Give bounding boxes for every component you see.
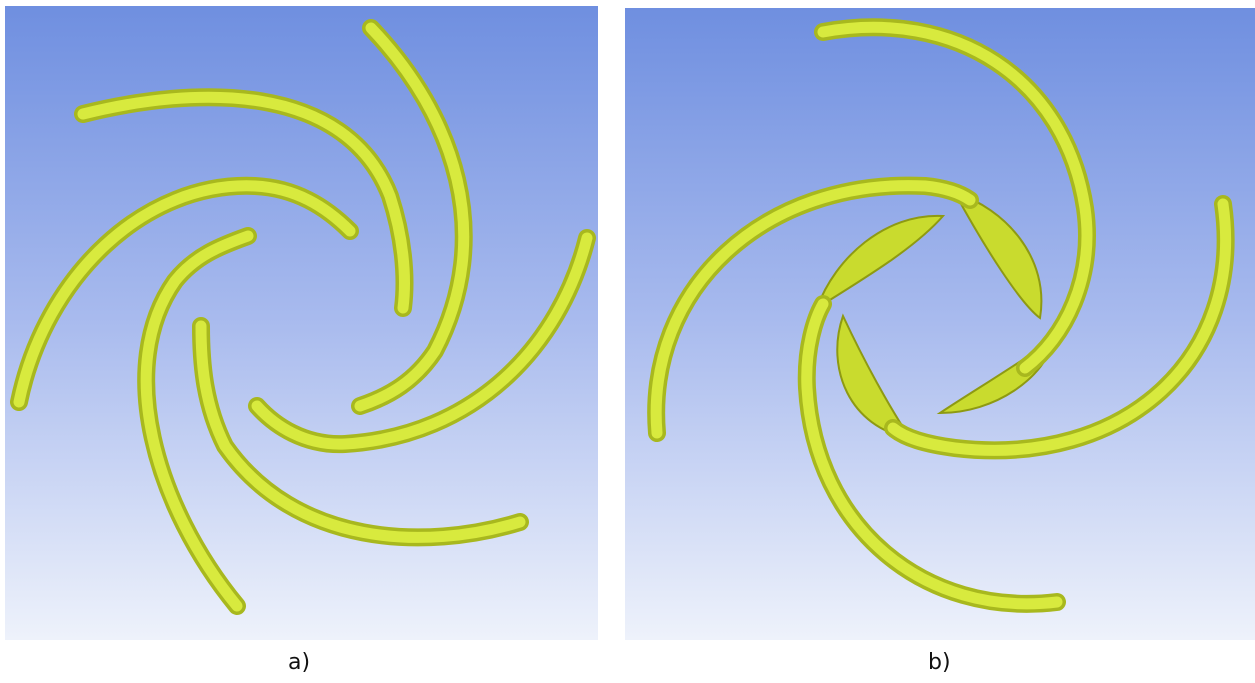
panel-b-viewport bbox=[625, 8, 1255, 640]
panel-a-render bbox=[5, 6, 598, 640]
blade-group-b bbox=[647, 18, 1235, 613]
hub-segment-b-1 bbox=[952, 191, 1043, 320]
caption-b: b) bbox=[928, 650, 951, 675]
panel-a-viewport bbox=[5, 6, 598, 640]
panel-a-background bbox=[5, 6, 598, 640]
panel-b-render bbox=[625, 8, 1255, 640]
hub-segments-b bbox=[815, 191, 1057, 440]
panel-b-background bbox=[625, 8, 1255, 640]
caption-a: a) bbox=[288, 650, 311, 675]
blade-group-a bbox=[10, 19, 596, 615]
